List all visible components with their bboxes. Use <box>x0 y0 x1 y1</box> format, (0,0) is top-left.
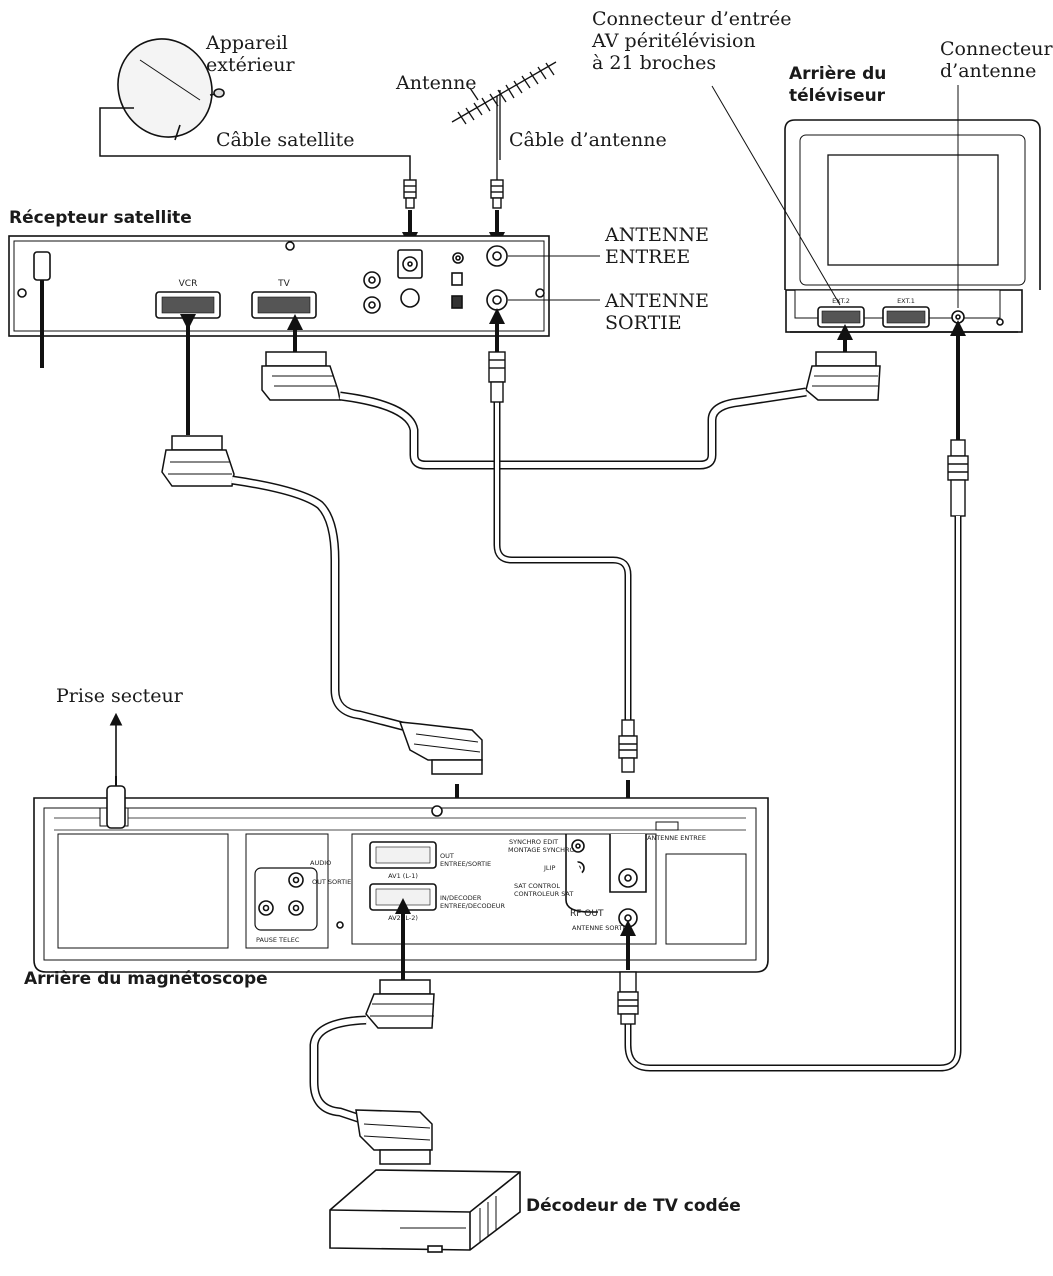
receiver-vcr-label: VCR <box>179 279 198 289</box>
antenna <box>451 61 557 180</box>
label-recepteur-satellite: Récepteur satellite <box>9 208 192 228</box>
label-cable-antenne: Câble d’antenne <box>509 129 667 151</box>
label-cable-satellite: Câble satellite <box>216 129 355 151</box>
receiver-tv-label: TV <box>277 279 290 289</box>
vcr-in-decoder-label: IN/DECODER <box>440 894 482 902</box>
vcr-synchro-edit-label: SYNCHRO EDIT <box>509 838 558 846</box>
vcr-out-sortie-label: OUT SORTIE <box>312 878 351 886</box>
tv-rear <box>784 119 1041 333</box>
satellite-receiver <box>8 235 550 368</box>
label-antenne-entree: ANTENNE ENTREE <box>605 224 710 268</box>
vcr-av1-label: AV1 (L-1) <box>388 872 418 880</box>
vcr-antenne-sortie-label: ANTENNE SORTIE <box>572 924 629 932</box>
vcr-audio-label: AUDIO <box>310 859 331 867</box>
vcr-sat-control-label: SAT CONTROL <box>514 882 560 890</box>
satellite-dish <box>117 38 225 141</box>
scart-cable-receiver-tv <box>339 387 807 470</box>
f-plug-vcr-in <box>618 719 638 773</box>
tv-ext2-label: EXT.2 <box>832 297 850 305</box>
scart-cable-receiver-vcr <box>231 475 412 733</box>
tv-ext1-label: EXT.1 <box>897 297 915 305</box>
f-plug-tv-antenna <box>947 439 969 517</box>
vcr-pause-label: PAUSE TELEC <box>256 936 300 944</box>
f-connector-antenna <box>490 179 504 209</box>
f-plug-receiver-out <box>488 351 506 403</box>
scart-plug-decoder-bottom <box>355 1109 433 1165</box>
vcr-rf-out-label: RF OUT <box>570 909 604 919</box>
label-prise-secteur: Prise secteur <box>56 685 183 707</box>
f-connector-satellite <box>403 179 417 209</box>
satellite-cable <box>99 107 411 180</box>
vcr-jlip-label: JLIP <box>543 864 555 872</box>
f-plug-vcr-rf-out <box>617 971 639 1025</box>
vcr-controleur-sat-label: CONTROLEUR SAT <box>514 890 573 898</box>
label-antenne: Antenne <box>396 72 477 94</box>
label-connecteur-antenne: Connecteur d’antenne <box>940 38 1053 82</box>
label-arriere-televiseur: Arrière du téléviseur <box>789 64 887 106</box>
scart-plug-vcr-av1 <box>398 721 483 775</box>
vcr-montage-synchro-label: MONTAGE SYNCHRO <box>508 846 575 854</box>
scart-cable-decoder <box>309 1015 367 1125</box>
scart-plug-decoder-top <box>365 979 435 1029</box>
decoder-box <box>329 1169 521 1253</box>
label-antenne-sortie: ANTENNE SORTIE <box>605 290 710 334</box>
antenna-cable-receiver-vcr <box>493 400 632 720</box>
leader-av-scart <box>711 85 841 306</box>
vcr-entree-sortie-label: ENTREE/SORTIE <box>440 860 491 868</box>
label-connecteur-entree: Connecteur d’entrée AV péritélévision à … <box>592 8 792 74</box>
scart-plug-receiver-tv <box>261 351 341 401</box>
label-appareil-exterieur: Appareil extérieur <box>206 32 295 76</box>
scart-plug-receiver-vcr <box>161 435 235 487</box>
vcr-entree-decodeur-label: ENTREE/DECODEUR <box>440 902 505 910</box>
label-decodeur: Décodeur de TV codée <box>526 1196 741 1216</box>
scart-plug-tv <box>805 351 881 401</box>
label-arriere-magnetoscope: Arrière du magnétoscope <box>24 969 268 989</box>
vcr-antenne-entree-label: ANTENNE ENTREE <box>647 834 706 842</box>
antenna-cable-vcr-tv <box>624 516 962 1072</box>
vcr-power-cord <box>106 712 126 829</box>
vcr-out-label: OUT <box>440 852 454 860</box>
